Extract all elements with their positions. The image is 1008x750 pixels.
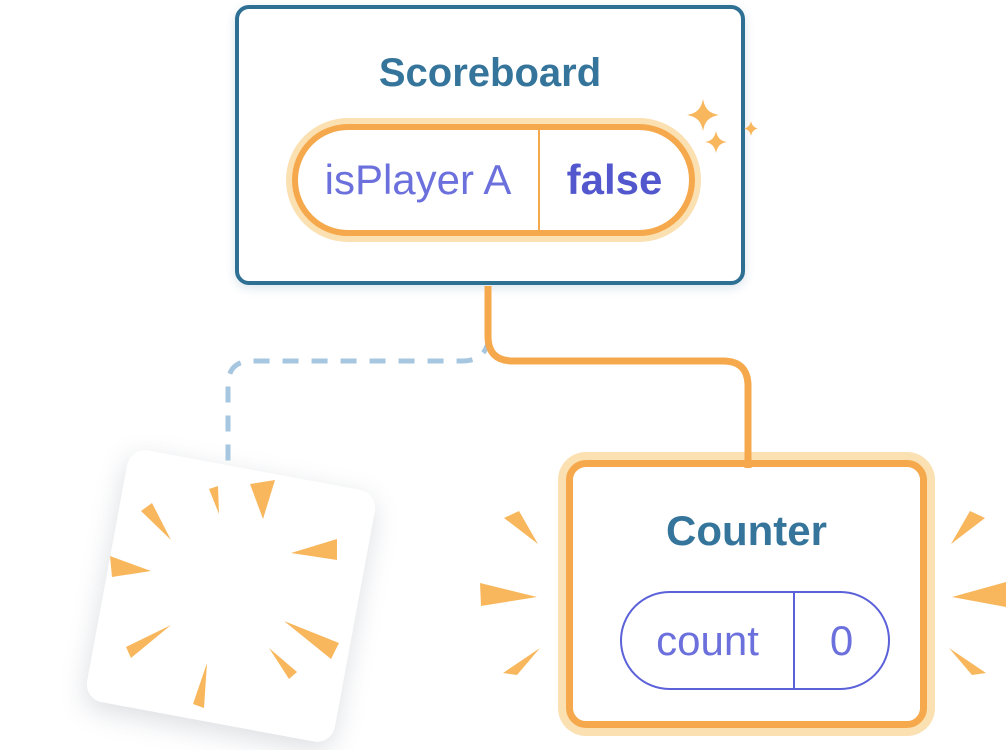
scoreboard-title: Scoreboard	[378, 51, 602, 95]
counter-state-pill: count 0	[620, 591, 890, 690]
burst-lines-left-icon	[480, 511, 540, 675]
scoreboard-state-pill: isPlayer A false	[292, 124, 695, 236]
scoreboard-component-card: Scoreboard isPlayer A false	[235, 5, 745, 285]
destroyed-component-card	[83, 447, 379, 745]
state-value-cell: false	[540, 130, 689, 230]
counter-component-card: Counter count 0	[566, 460, 927, 728]
state-name-cell: isPlayer A	[298, 130, 538, 230]
pill-divider	[793, 593, 795, 688]
state-value: false	[566, 156, 663, 203]
active-branch-connector	[484, 286, 752, 468]
state-name: isPlayer A	[324, 156, 512, 203]
burst-lines-right-icon	[949, 511, 1006, 675]
counter-title: Counter	[666, 507, 827, 554]
state-name: count	[656, 616, 759, 664]
counter-card-highlight-glow: Counter count 0	[558, 452, 935, 736]
state-value: 0	[829, 616, 854, 664]
state-name-cell: count	[622, 593, 793, 688]
pill-divider	[538, 130, 540, 230]
state-value-cell: 0	[795, 593, 888, 688]
destroyed-branch-dashed-connector	[225, 337, 492, 462]
